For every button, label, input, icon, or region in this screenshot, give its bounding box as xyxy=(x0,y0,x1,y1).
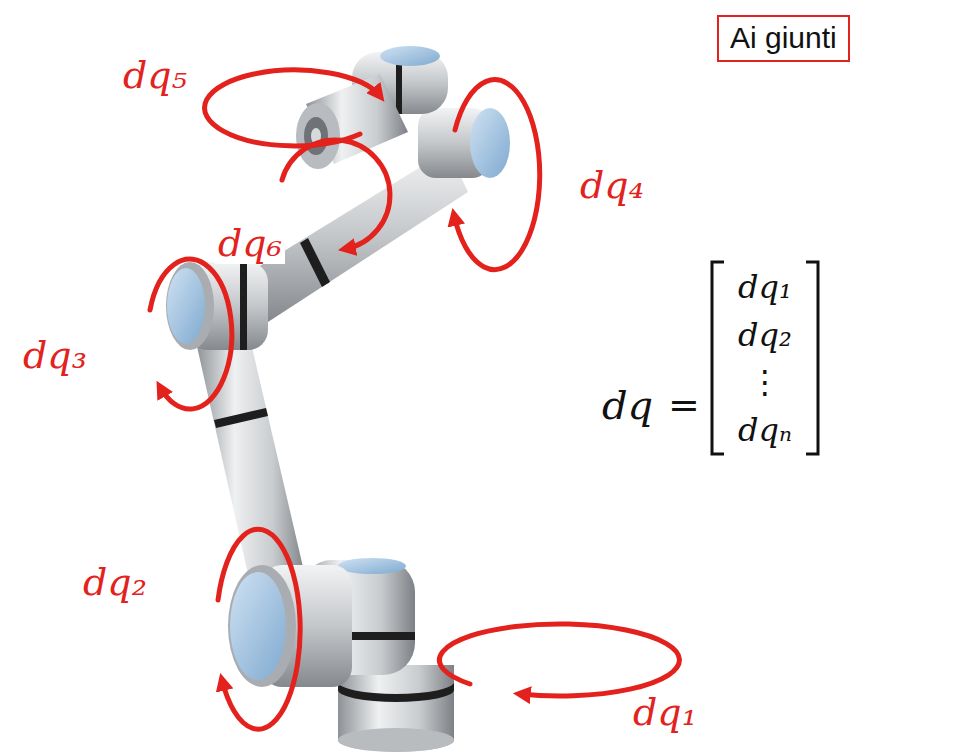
equals-sign: = xyxy=(668,386,700,424)
joint-face xyxy=(166,262,214,350)
joint-cap xyxy=(230,572,286,680)
joint-label: dq₄ xyxy=(580,166,644,204)
robot-base xyxy=(338,665,454,752)
wrist-three xyxy=(296,74,408,169)
rotation-arrow xyxy=(150,259,232,409)
label-box: Ai giunti xyxy=(717,15,850,62)
arm-ring xyxy=(214,408,268,428)
vector-ellipsis: ⋮ xyxy=(749,366,781,398)
box-title: Ai giunti xyxy=(730,21,837,56)
rotation-arrow xyxy=(205,70,380,146)
rotation-arrow xyxy=(454,80,540,270)
joint-cap xyxy=(167,268,205,344)
vector-entry: dq₂ xyxy=(738,319,792,351)
joint-label: dq₆ xyxy=(215,222,285,264)
left-bracket xyxy=(712,262,724,454)
joint-label: dq₅ xyxy=(123,56,187,94)
joint-label: dq₁ xyxy=(633,693,697,731)
rotation-arrow xyxy=(439,624,679,696)
joint-label: dq₃ xyxy=(23,336,87,374)
rotation-arrows xyxy=(150,70,679,729)
matrix-brackets xyxy=(712,262,818,454)
base-foot xyxy=(338,728,454,752)
joint-face xyxy=(228,565,296,687)
joint-cap xyxy=(380,46,440,66)
joint-cap xyxy=(338,558,406,574)
joint-ring xyxy=(240,262,247,350)
tool-flange xyxy=(296,103,340,169)
joint-cap xyxy=(470,108,510,178)
vector-name: dq xyxy=(602,385,653,425)
vector-entry: dqₙ xyxy=(738,414,792,446)
vector-entry: dq₁ xyxy=(738,271,792,303)
upper-arm xyxy=(196,330,306,592)
base-ring xyxy=(338,682,454,702)
arm-tube xyxy=(196,330,306,592)
shoulder-joint xyxy=(228,565,352,687)
base-cylinder xyxy=(338,665,454,752)
joint-label: dq₂ xyxy=(83,563,147,601)
rotation-arrow xyxy=(282,140,390,249)
rotation-arrow xyxy=(218,529,300,729)
right-bracket xyxy=(806,262,818,454)
arm-ring xyxy=(300,238,330,287)
wrist-one xyxy=(418,108,510,178)
